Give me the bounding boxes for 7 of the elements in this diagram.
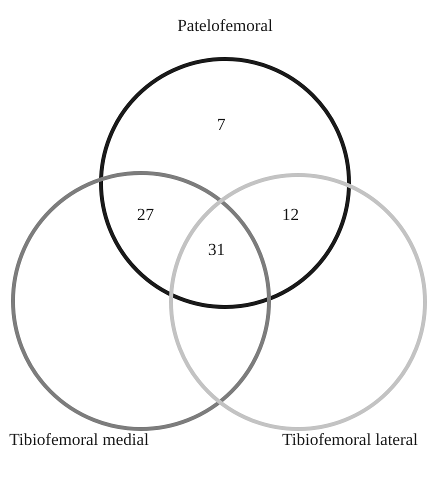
count-label: 27 <box>137 205 154 225</box>
count-label: 12 <box>282 205 299 225</box>
set-label: Tibiofemoral lateral <box>281 429 419 451</box>
count-label: 31 <box>208 240 225 260</box>
set-label: Tibiofemoral medial <box>8 429 150 451</box>
count-label: 7 <box>217 115 226 135</box>
set-label: Patelofemoral <box>176 15 274 37</box>
